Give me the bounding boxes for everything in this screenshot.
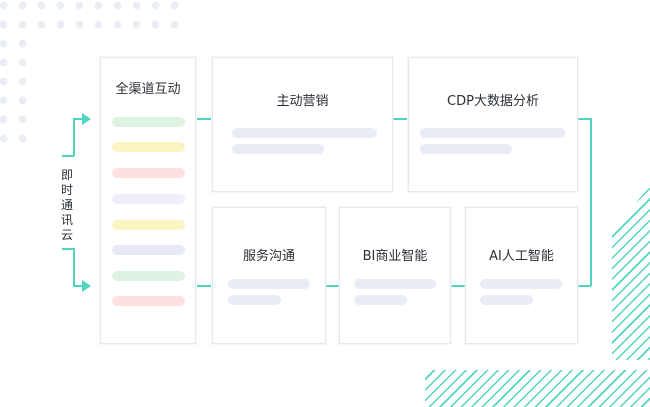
channel-bar xyxy=(112,245,185,255)
placeholder-line xyxy=(232,128,377,138)
module-ai: AI人工智能 xyxy=(465,207,578,344)
connector-upper-vertical xyxy=(73,119,75,156)
channel-bar xyxy=(112,220,185,230)
placeholder-line xyxy=(354,295,407,305)
module-ai-title: AI人工智能 xyxy=(489,249,554,264)
omnichannel-box: 全渠道互动 xyxy=(100,57,196,344)
module-marketing: 主动营销 xyxy=(212,57,393,192)
module-service-title: 服务沟通 xyxy=(242,249,295,264)
module-service: 服务沟通 xyxy=(212,207,326,344)
connector-bi-ai xyxy=(451,285,465,287)
connector-upper-stub xyxy=(62,155,74,157)
vertical-label-char: 云 xyxy=(60,228,73,242)
channel-bar xyxy=(112,194,185,204)
connector-channel-marketing xyxy=(197,118,211,120)
vertical-label-char: 讯 xyxy=(60,213,73,227)
connector-right-bottom xyxy=(578,285,591,287)
channel-bar xyxy=(112,168,185,178)
module-bi: BI商业智能 xyxy=(339,207,451,344)
placeholder-line xyxy=(228,279,310,289)
placeholder-line xyxy=(420,128,565,138)
placeholder-line xyxy=(420,144,512,154)
module-marketing-title: 主动营销 xyxy=(276,94,329,109)
placeholder-line xyxy=(354,279,436,289)
channel-bar xyxy=(112,142,185,152)
module-cdp-title: CDP大数据分析 xyxy=(447,94,539,109)
connector-marketing-cdp xyxy=(393,118,407,120)
placeholder-line xyxy=(232,144,324,154)
connector-lower-stub xyxy=(62,248,74,250)
connector-service-bi xyxy=(326,285,339,287)
connector-channel-service xyxy=(197,285,211,287)
vertical-label-char: 时 xyxy=(60,183,73,197)
module-bi-title: BI商业智能 xyxy=(362,249,428,264)
hatch-pattern-bottom xyxy=(425,370,650,407)
hatch-pattern-right xyxy=(612,185,650,360)
connector-right-top xyxy=(578,118,591,120)
channel-bar xyxy=(112,117,185,127)
arrow-right-icon xyxy=(82,113,91,125)
channel-bar xyxy=(112,271,185,281)
connector-upper-horizontal xyxy=(73,118,85,120)
connector-lower-horizontal xyxy=(73,285,85,287)
connector-lower-vertical xyxy=(73,248,75,286)
placeholder-line xyxy=(228,295,281,305)
vertical-label-char: 通 xyxy=(60,198,73,212)
channel-bar xyxy=(112,296,185,306)
module-cdp: CDP大数据分析 xyxy=(408,57,578,192)
placeholder-line xyxy=(480,295,533,305)
connector-right-vertical xyxy=(590,118,592,286)
arrow-right-icon xyxy=(82,280,91,292)
placeholder-line xyxy=(480,279,562,289)
vertical-label-char: 即 xyxy=(60,168,73,182)
vertical-label-im-cloud: 即 时 通 讯 云 xyxy=(58,168,76,243)
omnichannel-title: 全渠道互动 xyxy=(115,82,181,97)
